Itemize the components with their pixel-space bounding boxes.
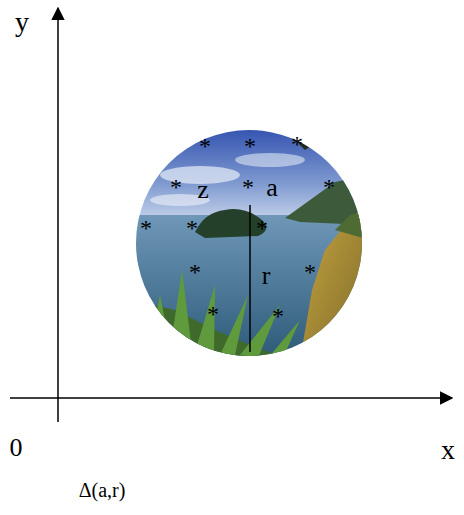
text-holder: * — [189, 260, 201, 284]
point-mark: * — [304, 259, 316, 285]
point-mark: * — [199, 133, 211, 159]
text-holder: r — [262, 263, 271, 289]
axis-label-holder: 0 — [10, 435, 23, 461]
text-holder: * — [291, 132, 303, 156]
disk-region: ****z*a*****r*** — [136, 130, 362, 356]
axis-label-holder: y — [15, 8, 29, 36]
y-axis — [57, 8, 59, 422]
text-holder: * — [199, 134, 211, 158]
caption-holder: Δ(a,r) — [79, 480, 126, 500]
text-holder: * — [304, 260, 316, 284]
text-holder: * — [140, 216, 152, 240]
text-holder: z — [197, 177, 209, 203]
text-holder: * — [186, 216, 198, 240]
text-holder: * — [242, 175, 254, 199]
text-holder: * — [170, 175, 182, 199]
point-mark: * — [170, 174, 182, 200]
point-mark: * — [140, 215, 152, 241]
point-label: r — [262, 261, 271, 290]
x-axis — [10, 397, 452, 399]
point-mark: * — [291, 131, 303, 157]
point-mark: * — [323, 174, 335, 200]
text-holder: * — [244, 134, 256, 158]
axis-label: 0 — [10, 433, 23, 462]
point-label: a — [266, 173, 278, 202]
text-holder: * — [323, 175, 335, 199]
point-mark: * — [207, 301, 219, 327]
text-holder: * — [207, 302, 219, 326]
point-mark: * — [272, 303, 284, 329]
point-mark: * — [186, 215, 198, 241]
axis-label: x — [441, 434, 455, 465]
text-holder: * — [272, 304, 284, 328]
point-mark: * — [244, 133, 256, 159]
text-holder: * — [256, 216, 268, 240]
landscape-photo — [130, 125, 370, 360]
point-mark: * — [256, 215, 268, 241]
point-label: z — [197, 175, 209, 204]
axis-label-holder: x — [441, 436, 455, 464]
figure-caption: Δ(a,r) — [79, 479, 126, 501]
radius-line — [249, 205, 251, 352]
axis-label: y — [15, 6, 29, 37]
text-holder: a — [266, 175, 278, 201]
point-mark: * — [242, 174, 254, 200]
point-mark: * — [189, 259, 201, 285]
